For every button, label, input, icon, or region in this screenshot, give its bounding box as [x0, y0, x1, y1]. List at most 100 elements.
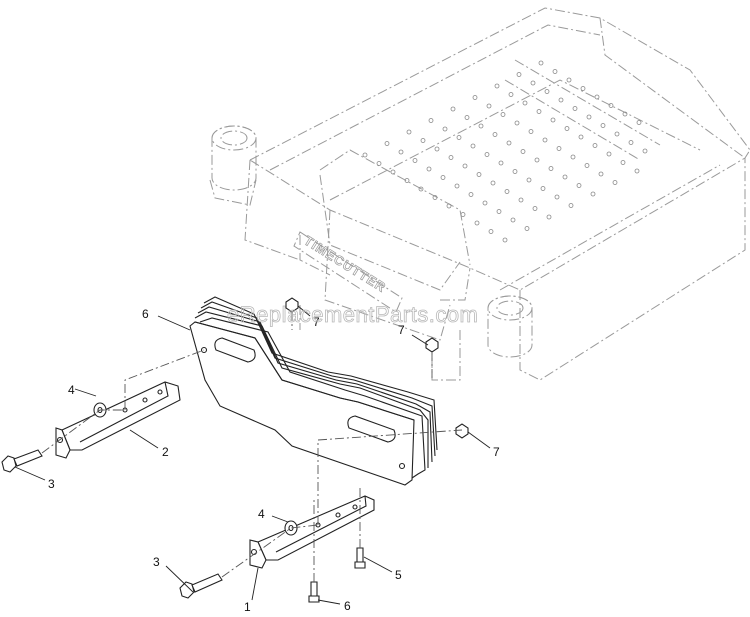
deck-hole [518, 197, 524, 203]
deck-hole [532, 206, 538, 211]
callout-4-upper: 4 [68, 383, 75, 397]
deck-holes [362, 60, 648, 243]
flange-bolt-part-6b [308, 581, 320, 603]
deck-hole [492, 132, 498, 137]
deck-hole [464, 115, 470, 120]
deck-hole [544, 89, 550, 94]
deck-hole [562, 174, 568, 180]
deck-hole [546, 214, 552, 220]
deck-hole [448, 155, 454, 160]
deck-brand-text: TIMECUTTER [301, 233, 388, 295]
deck-hole [512, 169, 518, 174]
washer-part-4b [284, 520, 298, 536]
deck-hole [580, 86, 586, 91]
deck-hole [570, 154, 576, 160]
deck-hole [536, 109, 542, 114]
deck-hole [490, 180, 496, 186]
left-bracket-part-2 [55, 381, 181, 459]
deck-hole [608, 103, 614, 108]
deck-hole [620, 160, 626, 165]
deck-hole [540, 186, 546, 191]
deck-hole [398, 149, 404, 155]
deck-hole [566, 77, 572, 83]
callout-6-lower: 6 [344, 599, 351, 613]
deck-hole [412, 158, 418, 163]
deck-hole [498, 160, 504, 166]
callout-7-middle: 7 [398, 323, 405, 337]
deck-hole [526, 177, 532, 183]
deck-hole [510, 217, 516, 223]
deck-hole [508, 92, 514, 97]
deck-hole [642, 148, 648, 154]
deck-hole [584, 163, 590, 168]
deck-hole [476, 172, 482, 177]
deck-hole [572, 106, 578, 111]
deck-hole [634, 168, 640, 174]
deck-hole [496, 209, 502, 214]
leader-lines [14, 305, 491, 605]
deck-hole [558, 97, 564, 103]
deck-hole [554, 194, 560, 200]
deck-hole [556, 146, 562, 151]
deck-hole [406, 129, 412, 135]
callout-2: 2 [162, 445, 169, 459]
deck-hole [592, 143, 598, 148]
callout-3-lower: 3 [153, 555, 160, 569]
callout-3-upper: 3 [48, 477, 55, 491]
deck-hole [500, 112, 506, 117]
deck-hole [534, 157, 540, 163]
deck-hole [514, 120, 520, 126]
callout-7-right: 7 [493, 445, 500, 459]
deck-hole [530, 80, 536, 86]
deck-hole [502, 237, 508, 243]
nut-part-7c [455, 423, 469, 439]
callout-5: 6 [142, 307, 149, 321]
deck-hole [594, 94, 600, 100]
deck-hole [390, 169, 396, 175]
watermark-text: eReplacementParts.com [227, 302, 478, 327]
deck-hole [484, 152, 490, 157]
deck-hole [586, 114, 592, 120]
deck-hole [524, 226, 530, 231]
flange-bolt-part-6a [354, 547, 366, 569]
deck-hole [568, 203, 574, 208]
deck-hole [472, 95, 478, 100]
deck-hole [520, 149, 526, 154]
deck-hole [474, 220, 480, 226]
deck-hole [376, 161, 382, 166]
deck-hole [538, 60, 544, 66]
nut-part-7a [285, 297, 299, 313]
deck-hole [426, 166, 432, 172]
deck-hole [504, 189, 510, 194]
callout-4-lower: 4 [258, 507, 265, 521]
callouts: 6 4 2 3 7 7 7 4 3 1 5 6 [48, 307, 500, 614]
deck-hole [478, 123, 484, 129]
deck-hole [506, 140, 512, 146]
deck-hole [578, 134, 584, 140]
deck-hole [454, 183, 460, 189]
deck-hole [420, 138, 426, 143]
deck-hole [450, 106, 456, 112]
mower-frame-phantom [209, 7, 750, 381]
deck-hole [542, 137, 548, 143]
deck-hole [548, 166, 554, 171]
right-bracket-part-1 [249, 495, 375, 569]
deck-hole [384, 141, 390, 146]
deck-hole [404, 178, 410, 183]
deck-hole [550, 117, 556, 123]
deck-hole [440, 175, 446, 180]
deck-hole [428, 118, 434, 123]
deck-hole [434, 146, 440, 152]
deck-hole [598, 171, 604, 177]
deck-hole [486, 103, 492, 109]
deck-hole [362, 152, 368, 158]
deck-hole [590, 191, 596, 197]
bolt-part-3b [179, 573, 223, 599]
deck-hole [470, 143, 476, 149]
deck-hole [468, 192, 474, 197]
deck-hole [418, 186, 424, 192]
deck-hole [614, 131, 620, 137]
deck-hole [488, 229, 494, 234]
deck-hole [600, 123, 606, 128]
